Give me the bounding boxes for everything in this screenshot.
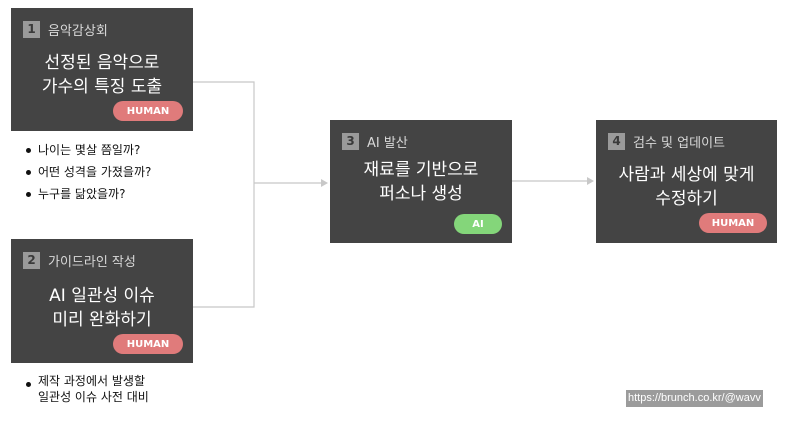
step-title: 가이드라인 작성 xyxy=(48,254,136,270)
source-watermark: https://brunch.co.kr/@wavv xyxy=(626,390,763,407)
step-body: 재료를 기반으로 퍼소나 생성 xyxy=(330,158,512,206)
step1-notes: 나이는 몇살 쯤일까? 어떤 성격을 가졌을까? 누구를 닮았을까? xyxy=(24,139,151,205)
step-body: 선정된 음악으로 가수의 특징 도출 xyxy=(11,51,193,99)
ai-badge: AI xyxy=(454,214,502,234)
connector-step1-to-junction xyxy=(193,81,255,183)
step-body-line: 사람과 세상에 맞게 xyxy=(618,165,755,185)
note-item: 나이는 몇살 쯤일까? xyxy=(24,139,151,161)
step-header: 2 가이드라인 작성 xyxy=(23,251,136,270)
step2-notes: 제작 과정에서 발생할 일관성 이슈 사전 대비 xyxy=(24,373,149,405)
step-title: 음악감상회 xyxy=(48,23,108,39)
step-card-3: 3 AI 발산 재료를 기반으로 퍼소나 생성 AI xyxy=(330,120,512,243)
note-line: 제작 과정에서 발생할 xyxy=(38,374,145,388)
step-title: 검수 및 업데이트 xyxy=(633,135,725,151)
step-card-2: 2 가이드라인 작성 AI 일관성 이슈 미리 완화하기 HUMAN xyxy=(11,239,193,363)
step-header: 3 AI 발산 xyxy=(342,132,408,151)
step-body-line: 가수의 특징 도출 xyxy=(41,77,163,97)
step-number: 4 xyxy=(608,132,625,150)
note-item: 누구를 닮았을까? xyxy=(24,183,151,205)
step-card-1: 1 음악감상회 선정된 음악으로 가수의 특징 도출 HUMAN xyxy=(11,8,193,131)
arrowhead-icon xyxy=(587,177,594,185)
step-title: AI 발산 xyxy=(367,135,408,151)
step-body-line: 선정된 음악으로 xyxy=(44,53,160,73)
step-header: 4 검수 및 업데이트 xyxy=(608,132,725,151)
arrowhead-icon xyxy=(321,179,328,187)
step-body: AI 일관성 이슈 미리 완화하기 xyxy=(11,284,193,332)
step-body-line: 재료를 기반으로 xyxy=(363,160,479,180)
step-body-line: AI 일관성 이슈 xyxy=(49,286,155,306)
step-card-4: 4 검수 및 업데이트 사람과 세상에 맞게 수정하기 HUMAN xyxy=(596,120,777,243)
note-item: 제작 과정에서 발생할 일관성 이슈 사전 대비 xyxy=(24,373,149,405)
step-number: 3 xyxy=(342,132,359,150)
step-header: 1 음악감상회 xyxy=(23,20,108,39)
step-body-line: 퍼소나 생성 xyxy=(379,184,463,204)
human-badge: HUMAN xyxy=(699,213,767,233)
step-body-line: 미리 완화하기 xyxy=(52,310,152,330)
step-number: 2 xyxy=(23,251,40,269)
step-body-line: 수정하기 xyxy=(655,189,718,209)
step-body: 사람과 세상에 맞게 수정하기 xyxy=(596,163,777,211)
note-item: 어떤 성격을 가졌을까? xyxy=(24,161,151,183)
human-badge: HUMAN xyxy=(113,101,183,121)
step-number: 1 xyxy=(23,20,40,38)
human-badge: HUMAN xyxy=(113,334,183,354)
note-line: 일관성 이슈 사전 대비 xyxy=(38,390,149,404)
connector-step2-to-junction xyxy=(193,183,255,308)
